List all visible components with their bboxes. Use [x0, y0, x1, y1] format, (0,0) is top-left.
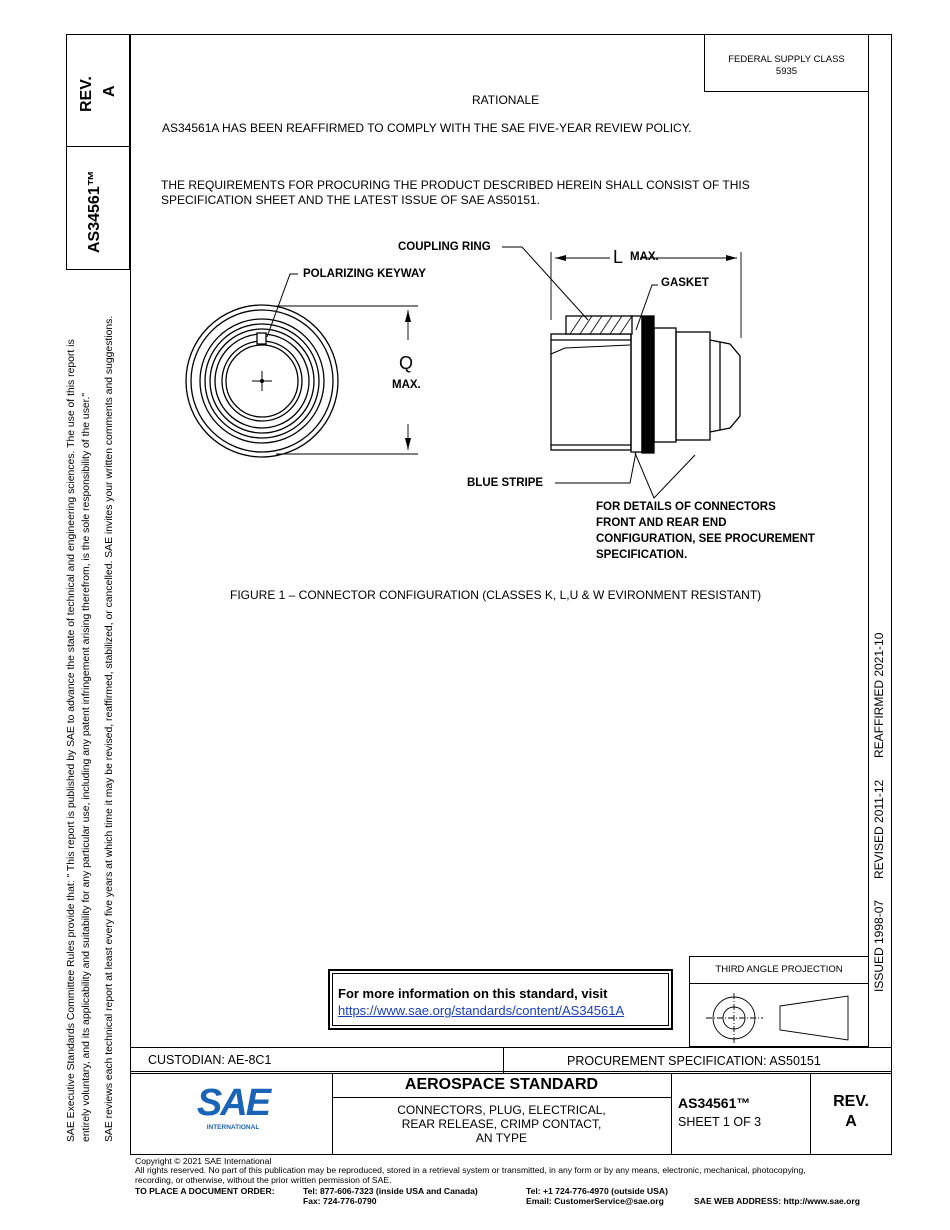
- title-block: [130, 1073, 892, 1155]
- title-heading-divider: [332, 1097, 671, 1098]
- issued-date: ISSUED 1998-07: [872, 899, 886, 992]
- q-dimension-max: MAX.: [392, 379, 421, 391]
- tel-us: Tel: 877-606-7323 (inside USA and Canada…: [303, 1186, 478, 1196]
- title-doc-id: AS34561™: [678, 1095, 751, 1111]
- revised-date: REVISED 2011-12: [872, 779, 886, 879]
- title-rev-label: REV.: [833, 1093, 869, 1110]
- doc-id-box: [66, 146, 130, 270]
- main-frame: [130, 34, 892, 1072]
- notice-line-3: SAE reviews each technical report at lea…: [104, 315, 115, 1142]
- gasket-label: GASKET: [661, 277, 709, 289]
- rights-line-2: recording, or otherwise, without the pri…: [135, 1175, 392, 1185]
- projection-label: THIRD ANGLE PROJECTION: [715, 964, 843, 975]
- gasket-section: [565, 315, 633, 335]
- q-dimension-letter: Q: [399, 353, 414, 373]
- title-desc-2: REAR RELEASE, CRIMP CONTACT,: [401, 1117, 602, 1131]
- figure-caption: FIGURE 1 – CONNECTOR CONFIGURATION (CLAS…: [230, 588, 762, 602]
- end-view-ring-1: [185, 304, 339, 458]
- details-note-4: SPECIFICATION.: [596, 549, 688, 561]
- reaffirmed-date: REAFFIRMED 2021-10: [872, 632, 886, 758]
- fax: Fax: 724-776-0790: [303, 1196, 377, 1206]
- custodian-divider: [503, 1047, 504, 1074]
- title-divider-3: [810, 1073, 811, 1155]
- standard-link[interactable]: https://www.sae.org/standards/content/AS…: [338, 1003, 625, 1018]
- info-box-title: For more information on this standard, v…: [338, 986, 608, 1001]
- coupling-ring-label: COUPLING RING: [398, 241, 491, 253]
- coupling-ring-body: [550, 333, 632, 451]
- rationale-heading: RATIONALE: [472, 93, 540, 107]
- federal-supply-number: 5935: [775, 66, 798, 77]
- rev-value: A: [101, 85, 118, 97]
- projection-symbol: [706, 993, 849, 1043]
- sheet-number: SHEET 1 OF 3: [678, 1115, 762, 1129]
- notice-line-2: entirely voluntary, and its applicabilit…: [81, 392, 92, 1142]
- rev-label: REV.: [78, 76, 95, 112]
- connector-figure: [185, 246, 742, 499]
- l-dimension-max: MAX.: [630, 251, 659, 263]
- blue-stripe-label: BLUE STRIPE: [467, 477, 544, 489]
- details-note-3: CONFIGURATION, SEE PROCUREMENT: [596, 533, 815, 545]
- title-desc-1: CONNECTORS, PLUG, ELECTRICAL,: [397, 1103, 606, 1117]
- title-rev-value: A: [845, 1113, 857, 1130]
- rev-box: [66, 34, 130, 147]
- notice-line-1: SAE Executive Standards Committee Rules …: [66, 339, 77, 1142]
- federal-supply-label: FEDERAL SUPPLY CLASS: [728, 54, 845, 65]
- details-note-1: FOR DETAILS OF CONNECTORS: [596, 501, 776, 513]
- sae-logo: SAE: [196, 1082, 271, 1124]
- info-box: [328, 969, 673, 1030]
- projection-divider: [689, 983, 869, 984]
- doc-id-vertical: AS34561™: [86, 170, 103, 253]
- l-dimension-letter: L: [613, 247, 624, 267]
- sae-logo-sub: INTERNATIONAL: [206, 1124, 260, 1131]
- blue-stripe-band: [641, 315, 655, 454]
- requirements-line-1: THE REQUIREMENTS FOR PROCURING THE PRODU…: [161, 178, 750, 192]
- web-address[interactable]: SAE WEB ADDRESS: http://www.sae.org: [694, 1196, 860, 1206]
- right-column-divider: [868, 34, 869, 1047]
- copyright: Copyright © 2021 SAE International: [135, 1156, 272, 1166]
- email[interactable]: Email: CustomerService@sae.org: [526, 1196, 664, 1206]
- federal-supply-box: [704, 34, 869, 92]
- requirements-line-2: SPECIFICATION SHEET AND THE LATEST ISSUE…: [161, 193, 541, 207]
- projection-box: [689, 956, 869, 1047]
- info-box-inner: [332, 973, 669, 1026]
- title-desc-3: AN TYPE: [475, 1131, 528, 1145]
- polarizing-keyway-label: POLARIZING KEYWAY: [303, 268, 426, 280]
- aerospace-standard-heading: AEROSPACE STANDARD: [404, 1076, 599, 1093]
- rights-line-1: All rights reserved. No part of this pub…: [135, 1165, 806, 1175]
- title-divider-1: [332, 1073, 333, 1155]
- keyway-notch: [256, 332, 267, 345]
- order-label: TO PLACE A DOCUMENT ORDER:: [135, 1186, 275, 1196]
- procurement-text: PROCUREMENT SPECIFICATION: AS50151: [567, 1054, 821, 1068]
- rationale-text: AS34561A HAS BEEN REAFFIRMED TO COMPLY W…: [162, 121, 692, 135]
- details-note-2: FRONT AND REAR END: [596, 517, 727, 529]
- title-divider-2: [671, 1073, 672, 1155]
- tel-intl: Tel: +1 724-776-4970 (outside USA): [526, 1186, 668, 1196]
- custodian-text: CUSTODIAN: AE-8C1: [148, 1053, 272, 1067]
